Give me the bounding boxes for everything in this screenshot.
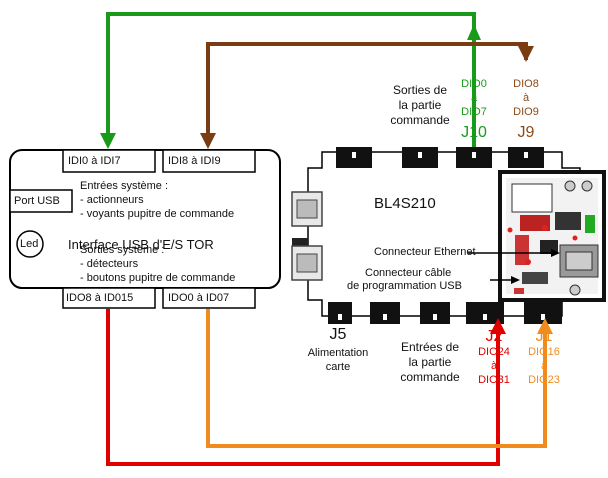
port-ido8-ido15 [62,287,156,309]
left-rj-connectors [291,191,323,281]
dio8-label: DIO8 [513,78,539,90]
entries-title: Entrées système : [80,180,169,192]
dio0-a-label: à [470,92,478,104]
red-arrow-j2 [490,318,506,334]
usb-pointer-head [511,276,520,284]
dio24-label: DIO24 [478,346,510,358]
entrees-line3: commande [400,370,460,384]
port-ido0-ido7 [162,287,256,309]
j2-label: J2 [485,328,503,345]
j5-desc-line1: Alimentation [307,347,369,359]
led-label: Led [20,238,39,250]
idi0-idi7-label: IDI0 à IDI7 [68,155,121,167]
port-idi8-idi9 [162,149,256,173]
entries-line2: - voyants pupitre de commande [80,208,235,220]
port-usb-label: Port USB [14,195,60,207]
dio16-a-label: à [540,360,548,372]
j10-label: J10 [461,124,487,141]
bottom-connectors [328,302,562,324]
ido0-ido7-label: IDO0 à ID07 [168,292,230,304]
dio16-label: DIO16 [528,346,560,358]
idi8-idi9-label: IDI8 à IDI9 [168,155,221,167]
brown-arrow-idi [200,133,216,149]
usb-prog-line1: Connecteur câble [365,267,452,279]
dio7-label: DIO7 [461,106,487,118]
led-circle [16,230,44,258]
orange-arrow-j1 [537,318,553,334]
green-wire [106,12,476,147]
entrees-line2: la partie [408,355,452,369]
outputs-title: Sorties système : [80,244,165,256]
sorties-line1: Sorties de [392,83,448,97]
green-arrow-idi [100,133,116,149]
outputs-line1: - détecteurs [80,258,139,270]
j1-label: J1 [535,328,553,345]
sorties-line2: la partie [398,98,442,112]
usb-prog-line2: de programmation USB [347,280,462,292]
interface-title: Interface USB d'E/S TOR [68,237,214,252]
ethernet-pointer-head [551,249,560,257]
ethernet-label: Connecteur Ethernet [374,246,476,258]
dio24-a-label: à [490,360,498,372]
dio31-label: DIO31 [478,374,510,386]
port-idi0-idi7 [62,149,156,173]
port-usb-box [9,189,73,213]
brown-arrow-j9 [518,46,534,62]
green-arrow-j10 [467,24,481,40]
entries-line1: - actionneurs [80,194,144,206]
j5-desc-line2: carte [325,361,351,373]
sorties-line3: commande [390,113,450,127]
red-wire [106,309,500,466]
dio0-label: DIO0 [461,78,487,90]
top-connectors [336,147,544,168]
entrees-line1: Entrées de [400,340,460,354]
processor-module [498,170,606,302]
orange-wire [206,309,547,448]
dio23-label: DIO23 [528,374,560,386]
dio8-a-label: à [522,92,530,104]
j5-label: J5 [329,326,347,343]
outputs-line2: - boutons pupitre de commande [80,272,236,284]
board-name: BL4S210 [374,195,436,212]
dio9-label: DIO9 [513,106,539,118]
ido8-ido15-label: IDO8 à ID015 [66,292,134,304]
j9-label: J9 [517,124,535,141]
